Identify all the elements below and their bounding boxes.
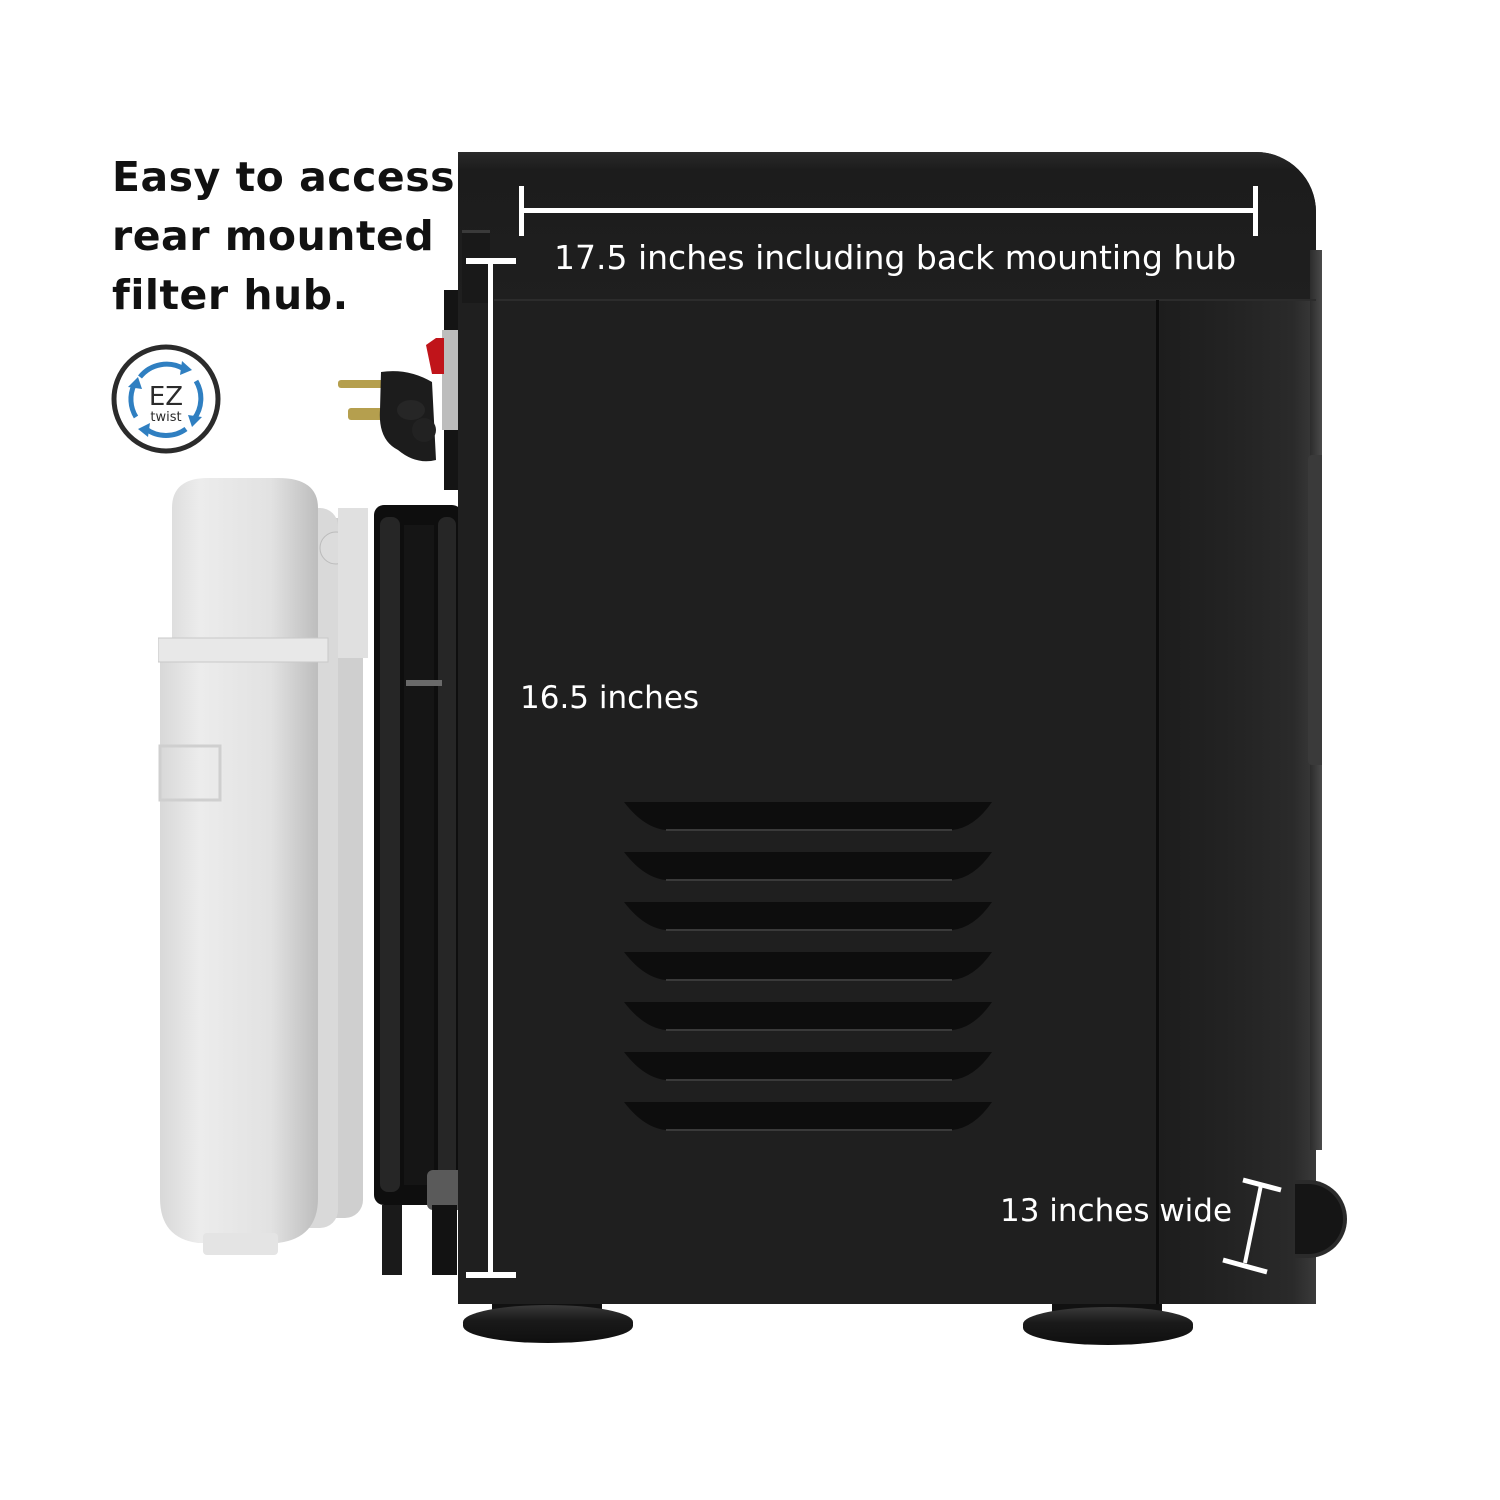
vent-slot	[622, 1000, 994, 1034]
headline-line-1: Easy to access	[112, 153, 456, 201]
power-switch-red	[426, 338, 444, 374]
width-dim-marker	[1222, 1177, 1282, 1275]
vent-slot	[622, 800, 994, 834]
vent-grille	[622, 800, 994, 1150]
dispenser-top-cap	[458, 152, 1316, 302]
side-panel-seam	[1156, 300, 1159, 1304]
height-dim-cap-bottom	[466, 1272, 516, 1278]
power-plug-and-switch	[336, 290, 466, 490]
height-dim-label: 16.5 inches	[520, 680, 700, 716]
leveling-foot-front	[1023, 1307, 1193, 1345]
ez-twist-rotation-icon: EZ twist	[111, 344, 221, 454]
vent-slot	[622, 950, 994, 984]
dispenser-front-recess	[1308, 455, 1322, 765]
height-dim-line	[488, 260, 493, 1275]
depth-dim-line	[521, 208, 1256, 213]
rear-mounting-bracket	[372, 505, 465, 1275]
plug-prong-icon	[338, 380, 388, 388]
width-dim-label: 13 inches wide	[1000, 1193, 1233, 1229]
depth-dim-label: 17.5 inches including back mounting hub	[554, 238, 1237, 277]
dispenser-front-panel	[1160, 300, 1316, 1304]
ez-twist-badge: EZ twist	[110, 343, 222, 455]
rear-hub-cap	[462, 230, 490, 303]
depth-dim-cap-right	[1253, 186, 1258, 236]
vent-slot	[622, 900, 994, 934]
badge-subtitle: twist	[150, 410, 181, 425]
filter-cartridge	[157, 478, 368, 1258]
drip-tray	[1295, 1180, 1347, 1258]
badge-title: EZ	[149, 382, 183, 412]
headline-line-3: filter hub.	[112, 271, 349, 319]
vent-slot	[622, 1100, 994, 1134]
headline-line-2: rear mounted	[112, 212, 435, 260]
leveling-foot-rear	[463, 1305, 633, 1343]
top-seam-line	[494, 299, 1316, 301]
headline: Easy to access rear mounted filter hub.	[112, 148, 456, 325]
vent-slot	[622, 850, 994, 884]
vent-slot	[622, 1050, 994, 1084]
